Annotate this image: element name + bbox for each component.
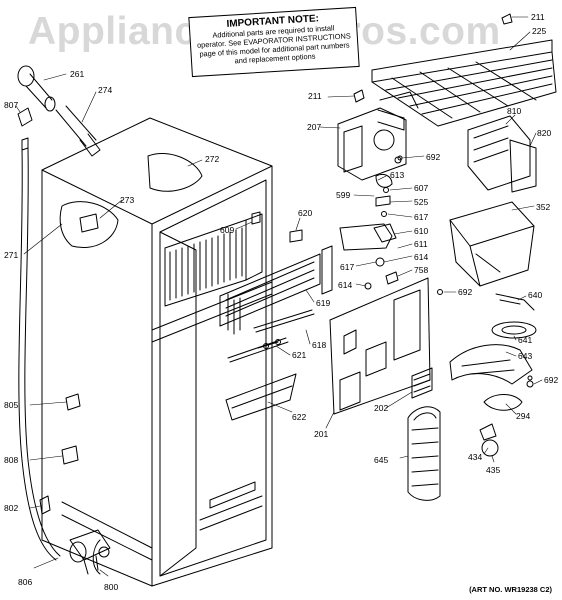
refrigerator-case — [41, 117, 273, 587]
callout-808: 808 — [4, 455, 18, 465]
callout-207: 207 — [307, 122, 321, 132]
air-duct — [407, 406, 441, 501]
callout-525: 525 — [414, 197, 428, 207]
callout-617: 617 — [340, 262, 354, 272]
callout-274: 274 — [98, 85, 112, 95]
fan-housing — [337, 89, 419, 181]
callout-622: 622 — [292, 412, 306, 422]
callout-609: 609 — [220, 225, 234, 235]
tube-clips — [39, 393, 81, 515]
callout-607: 607 — [414, 183, 428, 193]
callout-211: 211 — [531, 12, 545, 22]
callout-692: 692 — [458, 287, 472, 297]
drain-pan — [225, 373, 297, 421]
heater-rods — [227, 309, 315, 363]
insulation-pads — [59, 152, 203, 248]
callout-211: 211 — [308, 91, 322, 101]
fill-tube — [17, 65, 101, 157]
callout-806: 806 — [18, 577, 32, 587]
callout-643: 643 — [518, 351, 532, 361]
callout-271: 271 — [4, 250, 18, 260]
art-number: (ART NO. WR19238 C2) — [469, 585, 552, 594]
evaporator-coil — [164, 213, 263, 307]
callout-599: 599 — [336, 190, 350, 200]
auger-parts — [449, 293, 537, 388]
vent-grille — [411, 367, 433, 399]
callout-820: 820 — [537, 128, 551, 138]
callout-645: 645 — [374, 455, 388, 465]
callout-614: 614 — [414, 252, 428, 262]
callout-434: 434 — [468, 452, 482, 462]
fan-motor-parts — [339, 156, 402, 290]
icemaker-shelf — [371, 13, 557, 127]
important-note-box: IMPORTANT NOTE: Additional parts are req… — [188, 6, 360, 78]
callout-202: 202 — [374, 403, 388, 413]
callout-618: 618 — [312, 340, 326, 350]
callout-640: 640 — [528, 290, 542, 300]
callout-621: 621 — [292, 350, 306, 360]
callout-800: 800 — [104, 582, 118, 592]
callout-614: 614 — [338, 280, 352, 290]
callout-294: 294 — [516, 411, 530, 421]
callout-692: 692 — [544, 375, 558, 385]
ice-bucket — [449, 201, 535, 287]
callout-805: 805 — [4, 400, 18, 410]
callout-273: 273 — [120, 195, 134, 205]
callout-225: 225 — [532, 26, 546, 36]
callout-272: 272 — [205, 154, 219, 164]
callout-201: 201 — [314, 429, 328, 439]
callout-435: 435 — [486, 465, 500, 475]
icemaker — [467, 115, 537, 193]
thermostat-parts — [251, 211, 303, 243]
leader-lines — [15, 16, 543, 577]
callout-617: 617 — [414, 212, 428, 222]
water-valve — [69, 529, 111, 575]
light-socket — [479, 423, 499, 457]
callout-619: 619 — [316, 298, 330, 308]
auger-blade — [483, 394, 523, 411]
callout-810: 810 — [507, 106, 521, 116]
callout-758: 758 — [414, 265, 428, 275]
callout-610: 610 — [414, 226, 428, 236]
callout-611: 611 — [414, 239, 428, 249]
callout-802: 802 — [4, 503, 18, 513]
callout-352: 352 — [536, 202, 550, 212]
callout-692: 692 — [426, 152, 440, 162]
callout-613: 613 — [390, 170, 404, 180]
callout-620: 620 — [298, 208, 312, 218]
water-supply-tube — [17, 107, 101, 575]
callout-641: 641 — [518, 335, 532, 345]
evaporator-cover — [329, 277, 431, 415]
defrost-heater — [219, 245, 333, 335]
callout-807: 807 — [4, 100, 18, 110]
callout-261: 261 — [70, 69, 84, 79]
